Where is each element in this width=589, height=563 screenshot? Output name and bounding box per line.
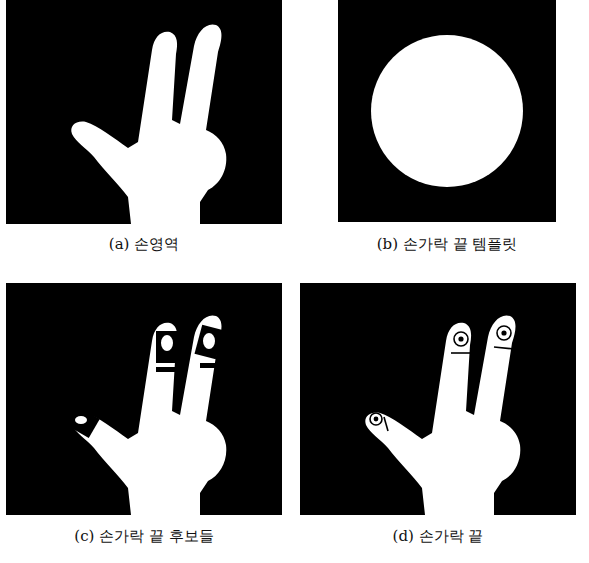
hand-silhouette <box>365 315 520 515</box>
candidate-box <box>156 331 178 363</box>
image-background <box>6 283 282 515</box>
panel-caption: (d) 손가락 끝 <box>393 527 484 545</box>
candidate-bar <box>156 367 176 372</box>
fingertip-marks <box>370 326 514 431</box>
panel-fingertips <box>300 283 576 515</box>
fingertip-line <box>384 417 388 431</box>
hand-silhouette <box>71 315 226 515</box>
candidate-bar <box>200 363 220 368</box>
panel-caption: (b) 손가락 끝 템플릿 <box>377 235 518 253</box>
candidate-box <box>66 406 100 438</box>
fingertip-dot <box>459 337 463 341</box>
fingertip-line <box>494 347 514 349</box>
panel-candidates <box>6 283 282 515</box>
panel-caption: (a) 손영역 <box>109 235 179 253</box>
panel-template <box>338 0 556 222</box>
candidate-ellipse <box>202 332 216 350</box>
image-background <box>300 283 576 515</box>
candidate-ellipse <box>160 334 174 352</box>
image-background <box>6 0 282 224</box>
fingertip-dot <box>374 417 377 420</box>
template-circle <box>371 35 523 187</box>
panel-hand-region <box>6 0 282 224</box>
panel-caption: (c) 손가락 끝 후보들 <box>74 527 213 545</box>
fingertip-circle <box>370 413 382 425</box>
candidate-marks <box>66 325 223 438</box>
candidate-box <box>194 325 223 360</box>
fingertip-line <box>451 352 471 354</box>
fingertip-circle <box>454 332 468 346</box>
hand-silhouette <box>71 24 226 224</box>
image-background <box>338 0 556 222</box>
fingertip-dot <box>502 331 506 335</box>
fingertip-circle <box>497 326 511 340</box>
candidate-ellipse <box>74 415 88 425</box>
